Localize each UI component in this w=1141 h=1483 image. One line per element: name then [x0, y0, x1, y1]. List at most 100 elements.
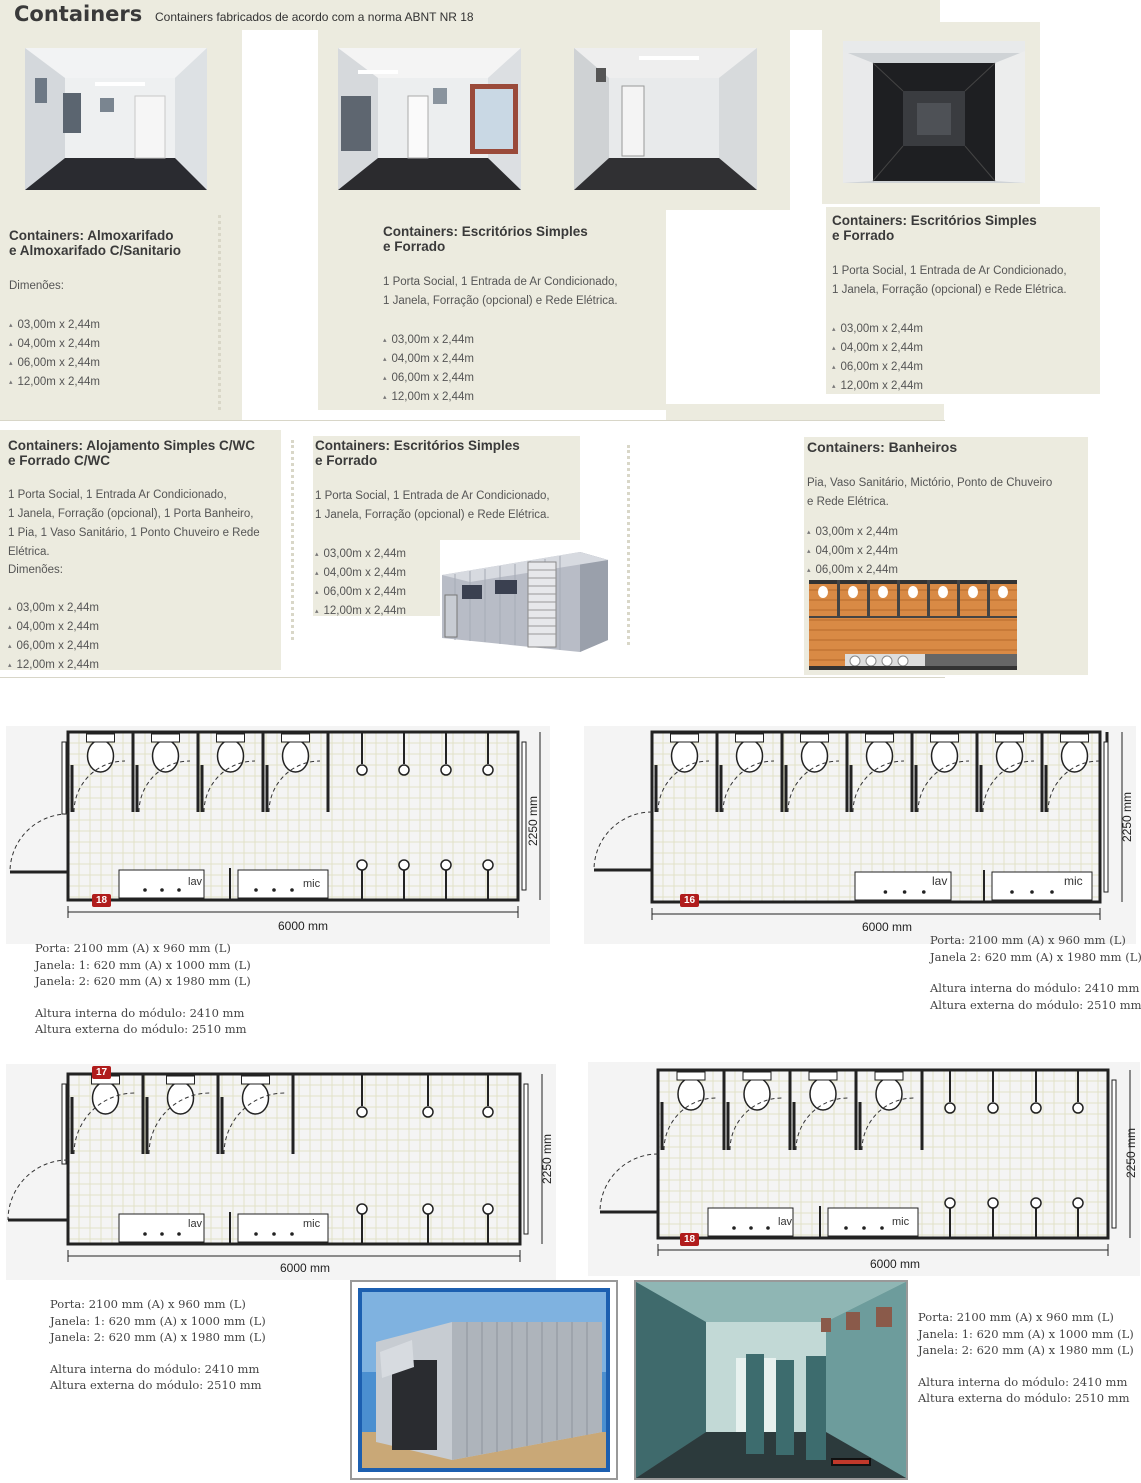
list-item: 12,00m x 2,44m — [315, 602, 406, 621]
list-item: 12,00m x 2,44m — [8, 656, 99, 675]
card-title: Containers: Alojamento Simples C/WC e Fo… — [8, 438, 256, 468]
shower-point-icon — [398, 764, 410, 776]
urinal-icon — [1010, 890, 1014, 894]
floor-plan-4: 18 lav mic 6000 mm 2250 mm — [588, 1062, 1140, 1276]
container-outline — [650, 730, 1102, 904]
lavatory-counter — [118, 1213, 205, 1243]
specifications-1: Porta: 2100 mm (A) x 960 mm (L) Janela: … — [35, 941, 251, 1036]
sink-icon — [766, 1226, 770, 1230]
toilet-icon — [677, 1077, 705, 1111]
toilet-icon — [281, 739, 310, 773]
lavatory-counter — [854, 871, 952, 901]
sink-icon — [749, 1226, 753, 1230]
toilet-tank-icon — [670, 733, 699, 743]
toilet-tank-icon — [281, 733, 310, 743]
shower-point-icon — [482, 1106, 494, 1118]
plan-number-badge: 16 — [680, 894, 700, 907]
list-item: 06,00m x 2,44m — [383, 369, 474, 388]
entrance-door-swing — [593, 811, 653, 871]
door-swing — [729, 1097, 783, 1151]
list-item: 06,00m x 2,44m — [8, 637, 99, 656]
toilet-icon — [1060, 739, 1089, 773]
door-swing — [917, 760, 970, 813]
toilet-icon — [800, 739, 829, 773]
lavatory-label: lav — [188, 1218, 203, 1230]
card-title: Containers: Escritórios Simples e Forrad… — [383, 224, 588, 254]
open-container-photo — [843, 41, 1025, 183]
floor-plan-2: 16 lav mic 6000 mm 2250 mm — [584, 726, 1136, 944]
lavatory-label: lav — [188, 876, 203, 888]
dimensions-list: 03,00m x 2,44m 04,00m x 2,44m 06,00m x 2… — [315, 545, 406, 621]
escritorio-interior-photo — [338, 48, 521, 190]
shower-point-icon — [987, 1197, 999, 1209]
specifications-3: Porta: 2100 mm (A) x 960 mm (L) Janela: … — [50, 1297, 266, 1392]
door-swing — [657, 760, 710, 813]
shower-point-icon — [356, 1106, 368, 1118]
toilet-tank-icon — [151, 733, 180, 743]
width-dimension: 6000 mm — [870, 1257, 921, 1271]
floor-plan-1: 18 lav mic 6000 mm 2250 mm — [6, 726, 550, 944]
list-item: 03,00m x 2,44m — [383, 331, 474, 350]
shower-point-icon — [440, 764, 452, 776]
list-item: 04,00m x 2,44m — [9, 335, 100, 354]
toilet-icon — [86, 739, 115, 773]
entrance-door-swing — [9, 813, 69, 873]
door-swing — [138, 760, 191, 813]
sink-icon — [732, 1226, 736, 1230]
list-item: 03,00m x 2,44m — [315, 545, 406, 564]
toilet-tank-icon — [742, 1071, 772, 1081]
card-title: Containers: Escritórios Simples e Forrad… — [315, 438, 520, 468]
shower-point-icon — [356, 859, 368, 871]
urinal-label: mic — [303, 878, 321, 890]
urinal-counter — [237, 1213, 329, 1243]
page-subtitle: Containers fabricados de acordo com a no… — [155, 10, 474, 24]
shower-point-icon — [422, 1203, 434, 1215]
list-item: 03,00m x 2,44m — [8, 599, 99, 618]
sink-icon — [883, 890, 888, 894]
toilet-tank-icon — [930, 733, 959, 743]
dimensions-list: 03,00m x 2,44m 04,00m x 2,44m 06,00m x 2… — [383, 331, 474, 407]
sink-icon — [160, 888, 164, 892]
list-item: 03,00m x 2,44m — [832, 320, 923, 339]
toilet-icon — [670, 739, 699, 773]
toilet-icon — [809, 1077, 837, 1111]
divider — [0, 420, 945, 421]
toilet-tank-icon — [1060, 733, 1089, 743]
toilet-icon — [865, 739, 894, 773]
list-item: 06,00m x 2,44m — [832, 358, 923, 377]
urinal-icon — [880, 1226, 884, 1230]
door-swing — [861, 1097, 915, 1151]
list-item: 06,00m x 2,44m — [9, 354, 100, 373]
toilet-tank-icon — [874, 1071, 904, 1081]
door-swing — [982, 760, 1035, 813]
window — [61, 1083, 67, 1165]
door-swing — [795, 1097, 849, 1151]
list-item: 04,00m x 2,44m — [807, 542, 898, 561]
card-description: Pia, Vaso Sanitário, Mictório, Ponto de … — [807, 477, 1053, 508]
sink-icon — [902, 890, 907, 894]
urinal-icon — [844, 1226, 848, 1230]
list-item: 06,00m x 2,44m — [315, 583, 406, 602]
width-dimension: 6000 mm — [278, 919, 329, 933]
specifications-2: Porta: 2100 mm (A) x 960 mm (L) Janela 2… — [930, 933, 1141, 1012]
urinal-label: mic — [303, 1218, 321, 1230]
toilet-icon — [216, 739, 245, 773]
toilet-tank-icon — [676, 1071, 706, 1081]
toilet-tank-icon — [808, 1071, 838, 1081]
height-dimension: 2250 mm — [1124, 1127, 1138, 1178]
toilet-tank-icon — [800, 733, 829, 743]
shower-point-icon — [482, 764, 494, 776]
urinal-icon — [290, 888, 294, 892]
toilet-tank-icon — [216, 733, 245, 743]
shower-point-icon — [482, 1203, 494, 1215]
door-swing — [722, 760, 775, 813]
urinal-icon — [272, 888, 276, 892]
shower-point-icon — [356, 764, 368, 776]
card-description: 1 Porta Social, 1 Entrada de Ar Condicio… — [315, 490, 550, 521]
bathroom-interior-photo — [634, 1280, 908, 1480]
sink-icon — [143, 1232, 147, 1236]
list-item: 12,00m x 2,44m — [383, 388, 474, 407]
door-swing — [73, 760, 126, 813]
lavatory-counter — [707, 1207, 794, 1237]
urinal-icon — [254, 888, 258, 892]
